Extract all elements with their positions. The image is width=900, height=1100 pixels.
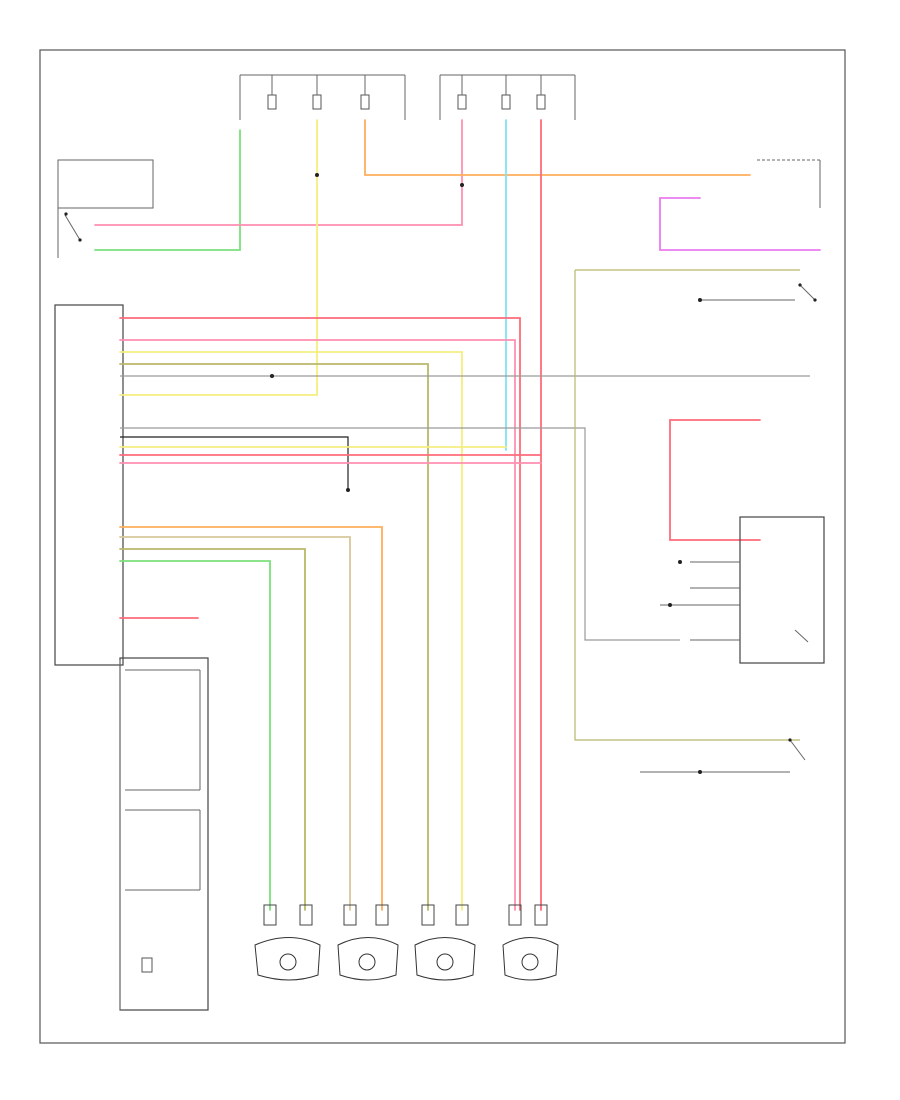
wire-tan-right: [574, 270, 800, 741]
parking-brake-switch: [700, 283, 817, 302]
brake-pedal-position-switch: [57, 159, 154, 258]
wire-pink-brake-feed: [94, 119, 463, 226]
wheel-speed-sensor-right-rear: [502, 904, 559, 981]
fuse-icon: [267, 94, 546, 110]
brake-fluid-level-switch: [640, 738, 806, 773]
wire-light-green-brake-feed: [94, 129, 241, 251]
diagram-border: [39, 49, 846, 1044]
wire-green-sensor: [119, 560, 271, 911]
wheel-speed-sensor-left-rear: [337, 904, 399, 981]
wire-red-traction: [669, 419, 761, 541]
wire-red-pin-1: [119, 317, 521, 911]
wire-orange-right-feed: [364, 119, 751, 176]
wire-pink-pin-2: [119, 339, 516, 911]
wire-olive-sensor: [119, 548, 306, 911]
splice-points: [270, 173, 702, 774]
instrument-cluster-box: [757, 159, 821, 208]
wheel-speed-sensor-left-front: [254, 904, 321, 981]
data-link-connector-icon: [141, 957, 153, 973]
wire-yellow-pin-3: [119, 351, 463, 911]
wire-olive-pin-4: [119, 363, 429, 911]
wire-orange-sensor: [119, 526, 383, 911]
fuse-block-top: [239, 74, 576, 120]
wire-black-pin-7: [120, 436, 349, 490]
wire-yellow-fuse: [119, 119, 318, 396]
abs-control-module: [54, 304, 209, 1011]
wire-tan-sensor: [119, 536, 351, 911]
wire-magenta: [659, 197, 821, 251]
traction-control-switch: [660, 516, 825, 664]
wire-gray-pin-6: [120, 427, 680, 641]
wheel-speed-sensor-right-front: [414, 904, 476, 981]
